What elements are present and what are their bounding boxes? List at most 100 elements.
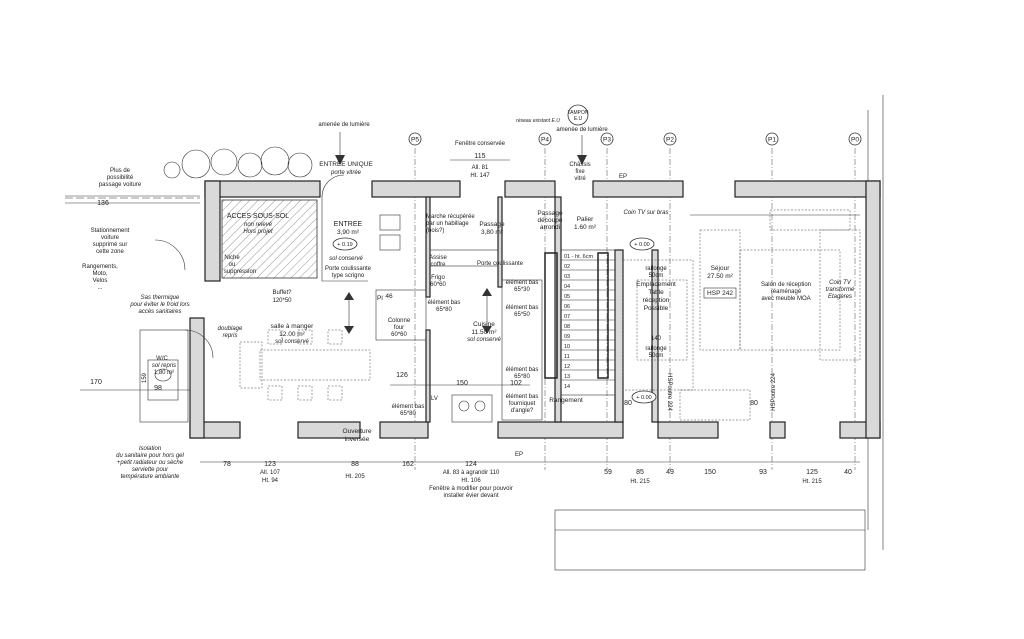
- svg-text:12: 12: [564, 364, 570, 370]
- svg-text:Possible: Possible: [644, 305, 669, 312]
- svg-text:Coin TV sur bras: Coin TV sur bras: [623, 210, 668, 216]
- svg-text:60*60: 60*60: [391, 332, 407, 338]
- svg-text:Isolation: Isolation: [139, 446, 162, 452]
- svg-text:1,80 m²: 1,80 m²: [154, 370, 174, 376]
- svg-text:65*30: 65*30: [514, 287, 530, 293]
- svg-text:49: 49: [666, 469, 674, 476]
- svg-text:Sas thermique: Sas thermique: [141, 295, 180, 301]
- svg-text:suppression: suppression: [224, 269, 256, 275]
- svg-text:125: 125: [806, 469, 818, 476]
- room-acces: ACCES SOUS-SOL: [227, 213, 289, 220]
- room-passage: Passage: [479, 221, 505, 228]
- grid-label-p0: P0: [851, 137, 859, 144]
- room-entree: ENTREE: [334, 221, 363, 228]
- svg-text:Châssis: Châssis: [569, 162, 590, 168]
- dining-table: [239, 329, 371, 401]
- svg-text:Assise: Assise: [429, 255, 447, 261]
- svg-text:Rangements,: Rangements,: [82, 264, 118, 270]
- svg-text:élément bas: élément bas: [392, 404, 425, 410]
- svg-text:arrondi: arrondi: [540, 224, 560, 231]
- svg-text:08: 08: [564, 324, 570, 330]
- svg-text:W/C: W/C: [156, 356, 168, 362]
- svg-text:réception: réception: [643, 297, 670, 304]
- svg-text:type scrigno: type scrigno: [332, 273, 365, 279]
- svg-text:88: 88: [351, 461, 359, 468]
- svg-text:transformé: transformé: [826, 287, 855, 293]
- svg-text:12.00 m²: 12.00 m²: [279, 331, 305, 338]
- svg-text:40: 40: [844, 469, 852, 476]
- svg-text:installer évier devant: installer évier devant: [443, 493, 498, 499]
- note-fenetre: Fenêtre conservée: [455, 141, 506, 147]
- dim-170: 170: [90, 379, 102, 386]
- svg-text:réaménagé: réaménagé: [771, 289, 802, 295]
- svg-text:27.50 m²: 27.50 m²: [707, 273, 733, 280]
- grid-bubble-p1: [765, 132, 779, 146]
- svg-text:Coin TV: Coin TV: [829, 280, 852, 286]
- svg-text:sol repris: sol repris: [152, 363, 176, 369]
- svg-text:159: 159: [142, 372, 148, 383]
- svg-text:Velos: Velos: [93, 278, 108, 284]
- svg-text:sol conservé: sol conservé: [275, 339, 309, 345]
- svg-text:Emplacement: Emplacement: [636, 281, 676, 288]
- svg-text:supprimé sur: supprimé sur: [93, 242, 128, 248]
- svg-text:accès sanitaires: accès sanitaires: [138, 309, 181, 315]
- svg-text:voiture: voiture: [101, 235, 120, 241]
- svg-text:fourniquet: fourniquet: [509, 401, 536, 407]
- svg-text:Ht. 94: Ht. 94: [262, 478, 279, 484]
- svg-text:...: ...: [97, 285, 102, 291]
- svg-text:Ht. 215: Ht. 215: [630, 479, 650, 485]
- svg-text:07: 07: [564, 314, 570, 320]
- svg-text:découpé: découpé: [538, 217, 563, 224]
- svg-text:02: 02: [564, 264, 570, 270]
- grid-bubble-p3: [600, 132, 614, 146]
- svg-text:par un habillage: par un habillage: [426, 221, 469, 227]
- svg-text:HSPoutre 224: HSPoutre 224: [771, 372, 777, 410]
- svg-text:All. 107: All. 107: [260, 470, 281, 476]
- grid-label-p4: P4: [541, 137, 549, 144]
- svg-text:Frigo: Frigo: [431, 275, 445, 281]
- svg-text:vitré: vitré: [574, 176, 586, 182]
- svg-text:élément bas: élément bas: [506, 305, 539, 311]
- svg-text:EP: EP: [619, 174, 627, 180]
- svg-text:65*80: 65*80: [436, 307, 452, 313]
- svg-text:162: 162: [402, 461, 414, 468]
- svg-text:11: 11: [564, 354, 570, 360]
- svg-text:Hors projet: Hors projet: [243, 229, 273, 235]
- svg-text:140: 140: [651, 336, 662, 342]
- svg-text:+petit radiateur ou sèche: +petit radiateur ou sèche: [117, 460, 184, 466]
- dim-ht147: Ht. 147: [470, 173, 490, 179]
- grid-bubble-p5: [408, 132, 422, 146]
- svg-text:04: 04: [564, 284, 570, 290]
- svg-text:Rangement: Rangement: [549, 397, 583, 404]
- room-salle: salle à manger: [271, 323, 314, 330]
- svg-text:Moto,: Moto,: [92, 271, 107, 277]
- walls: [189, 180, 881, 439]
- svg-text:doublage: doublage: [218, 326, 243, 332]
- svg-text:HSPoutre 224: HSPoutre 224: [666, 373, 672, 411]
- svg-text:HSP 242: HSP 242: [707, 290, 733, 297]
- svg-text:four: four: [394, 325, 404, 331]
- trees: [163, 146, 313, 179]
- note-entree-unique: ENTREE UNIQUE: [319, 161, 373, 168]
- svg-text:température ambiante: température ambiante: [121, 474, 180, 480]
- svg-text:Plus de: Plus de: [110, 168, 131, 174]
- svg-text:123: 123: [264, 461, 276, 468]
- bottom-dimensions: 78 123 All. 107 Ht. 94 88 Ht. 205 162 12…: [223, 452, 852, 499]
- svg-text:sol conservé: sol conservé: [329, 256, 363, 262]
- svg-text:Buffet?: Buffet?: [273, 290, 293, 296]
- svg-text:1.60 m²: 1.60 m²: [574, 224, 597, 231]
- svg-text:98: 98: [154, 385, 162, 392]
- svg-text:Table: Table: [648, 289, 664, 296]
- grid-bubble-p0: [848, 132, 862, 146]
- svg-text:non relevé: non relevé: [244, 222, 273, 228]
- svg-text:fixe: fixe: [575, 169, 585, 175]
- wc-room: [139, 329, 189, 423]
- svg-text:60*60: 60*60: [430, 282, 446, 288]
- svg-text:11.50 m²: 11.50 m²: [471, 329, 497, 336]
- svg-text:pour éviter le froid lors: pour éviter le froid lors: [129, 302, 189, 308]
- svg-text:passage voiture: passage voiture: [99, 182, 142, 188]
- grid-label-p1: P1: [768, 137, 776, 144]
- svg-text:ou: ou: [229, 262, 236, 268]
- dim-136: 136: [97, 200, 109, 207]
